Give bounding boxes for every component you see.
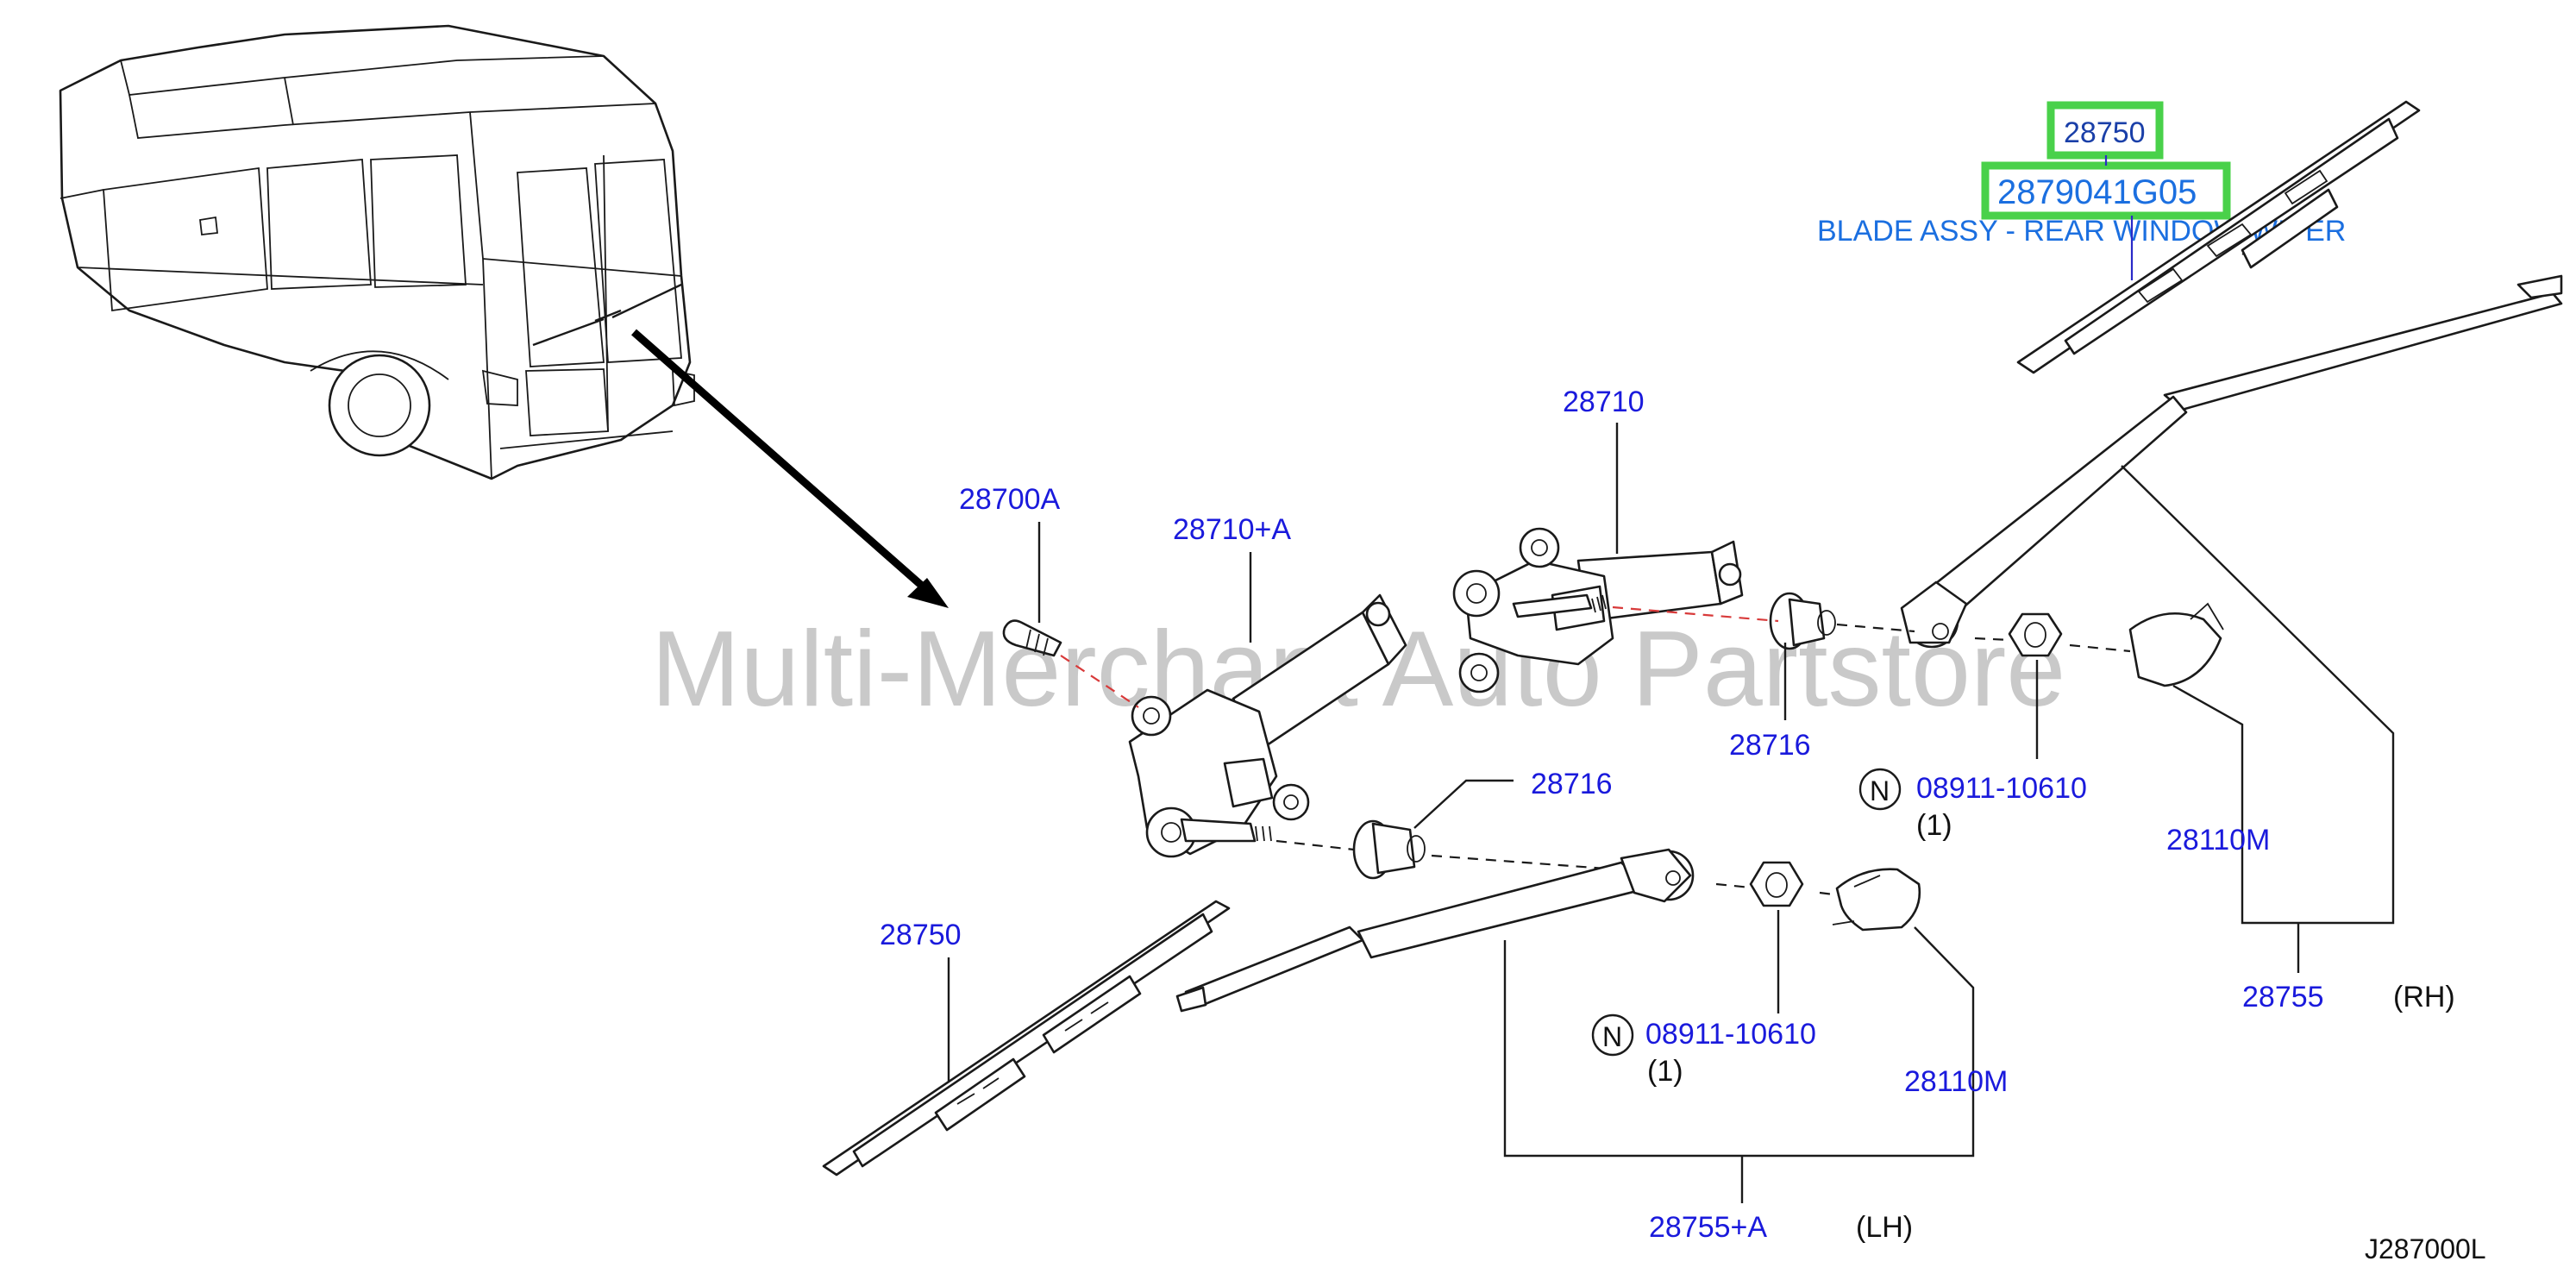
cap-lower[interactable] bbox=[1832, 868, 1921, 932]
wiper-blade-lower[interactable] bbox=[822, 900, 1231, 1176]
label-rh: (RH) bbox=[2393, 981, 2455, 1013]
wiper-arm-lower[interactable] bbox=[1175, 848, 1695, 1013]
label-28750-lower[interactable]: 28750 bbox=[880, 919, 962, 951]
svg-text:N: N bbox=[1602, 1021, 1622, 1052]
label-28755[interactable]: 28755 bbox=[2242, 981, 2324, 1013]
wiper-motor-upper[interactable] bbox=[1452, 527, 1744, 693]
callout-part-number[interactable]: 28750 bbox=[2064, 116, 2146, 149]
grommet-upper[interactable] bbox=[1769, 592, 1836, 650]
label-nut-lower[interactable]: 08911-10610 bbox=[1645, 1018, 1816, 1051]
bolt-28700A[interactable] bbox=[1002, 619, 1062, 657]
cap-upper[interactable] bbox=[2128, 602, 2224, 687]
n-symbol-lower: N bbox=[1591, 1013, 1634, 1057]
qty-upper: (1) bbox=[1916, 809, 1952, 842]
label-lh: (LH) bbox=[1856, 1211, 1913, 1244]
callout-oem-number[interactable]: 2879041G05 bbox=[1997, 173, 2197, 211]
n-symbol-upper: N bbox=[1858, 768, 1902, 811]
label-28700A[interactable]: 28700A bbox=[959, 483, 1061, 516]
label-28716-lower[interactable]: 28716 bbox=[1531, 768, 1613, 800]
label-nut-upper[interactable]: 08911-10610 bbox=[1916, 772, 2087, 805]
leader-lines bbox=[947, 423, 2395, 1203]
label-28755A[interactable]: 28755+A bbox=[1649, 1211, 1767, 1244]
label-28110M-lh[interactable]: 28110M bbox=[1904, 1065, 2008, 1098]
drawing-code: J287000L bbox=[2365, 1233, 2486, 1264]
nut-lower[interactable] bbox=[1749, 861, 1804, 907]
svg-text:N: N bbox=[1870, 775, 1890, 806]
nut-upper[interactable] bbox=[2008, 612, 2063, 657]
grommet-lower[interactable] bbox=[1352, 819, 1426, 880]
label-28710[interactable]: 28710 bbox=[1563, 386, 1645, 418]
label-28716-upper[interactable]: 28716 bbox=[1729, 729, 1811, 762]
qty-lower: (1) bbox=[1647, 1055, 1683, 1088]
wiper-motor-lower[interactable] bbox=[1128, 593, 1407, 858]
label-28710A[interactable]: 28710+A bbox=[1173, 513, 1291, 546]
label-28110M-rh[interactable]: 28110M bbox=[2166, 824, 2270, 856]
wiper-blade-upper[interactable] bbox=[2016, 100, 2421, 374]
direction-arrow bbox=[631, 329, 949, 608]
wiper-arm-upper[interactable] bbox=[1900, 274, 2563, 649]
vehicle-illustration bbox=[59, 24, 695, 480]
